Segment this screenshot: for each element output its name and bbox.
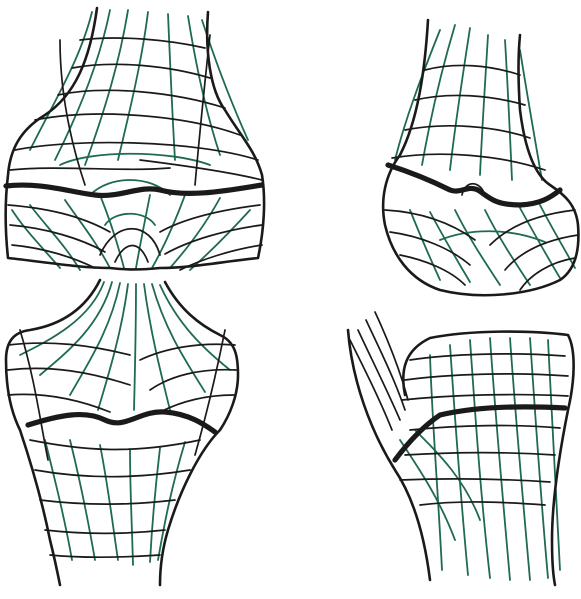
- trabecula-line: [160, 395, 234, 412]
- trabecula-line: [455, 210, 500, 285]
- trabecula-line: [130, 450, 133, 565]
- trabecula-line: [168, 14, 175, 160]
- tibia-proximal-sagittal: [348, 312, 574, 585]
- tibia-proximal-frontal: [6, 280, 238, 585]
- trabecular-lines-black: [8, 330, 236, 557]
- trabecula-line: [8, 205, 110, 232]
- growth-plate-line: [6, 185, 262, 195]
- trabecula-line: [430, 355, 442, 570]
- trabecula-line: [40, 282, 112, 375]
- trabecula-line: [385, 210, 475, 240]
- trabecula-line: [450, 345, 468, 575]
- trabecula-line: [405, 374, 568, 380]
- trabecula-line: [470, 340, 490, 578]
- trabecula-line: [405, 453, 555, 455]
- trabecula-line: [118, 12, 148, 160]
- trabecula-line: [30, 12, 92, 150]
- trabecula-line: [100, 445, 118, 560]
- trabecula-line: [520, 208, 560, 278]
- trabecula-line: [150, 448, 160, 562]
- trabecula-line: [480, 35, 488, 175]
- trabecula-line: [144, 284, 170, 410]
- trabecula-line: [60, 154, 210, 165]
- trabecula-line: [134, 284, 136, 410]
- growth-plate-line: [388, 165, 560, 205]
- trabecula-line: [45, 530, 165, 533]
- trabecula-line: [10, 168, 170, 170]
- trabecula-line: [15, 143, 258, 160]
- trabecula-line: [195, 330, 225, 455]
- trabecula-line: [105, 214, 155, 225]
- trabecula-line: [100, 229, 160, 255]
- femur-distal-sagittal: [383, 20, 578, 295]
- trabecula-line: [115, 246, 148, 263]
- trabecula-line: [440, 231, 545, 242]
- trabecula-line: [490, 210, 575, 245]
- bone-outline: [160, 282, 238, 585]
- femur-distal-frontal: [6, 8, 264, 270]
- trabecular-lines-black: [8, 35, 262, 270]
- trabecula-line: [50, 555, 160, 557]
- trabecula-line: [98, 284, 128, 410]
- growth-plate-line: [28, 412, 215, 432]
- trabecula-line: [395, 30, 440, 160]
- trabecula-line: [450, 28, 470, 170]
- trabecula-line: [140, 160, 262, 180]
- trabecula-line: [405, 126, 530, 138]
- trabecula-line: [8, 368, 130, 385]
- trabecula-line: [350, 340, 392, 430]
- trabecula-line: [410, 426, 560, 430]
- trabecula-line: [505, 40, 512, 180]
- trabecula-line: [415, 430, 480, 520]
- trabecula-line: [402, 395, 568, 400]
- trabecula-line: [8, 394, 110, 412]
- trabecula-line: [366, 320, 405, 410]
- trabecula-line: [410, 354, 565, 360]
- trabecula-line: [45, 440, 72, 560]
- trabecula-line: [35, 470, 190, 477]
- trabecula-line: [70, 440, 95, 560]
- trabecula-line: [392, 154, 545, 170]
- trabecula-line: [30, 440, 200, 449]
- bone-outline: [403, 332, 573, 585]
- bone-outline: [6, 280, 100, 585]
- trabecula-line: [165, 225, 262, 254]
- trabecula-line: [400, 479, 550, 482]
